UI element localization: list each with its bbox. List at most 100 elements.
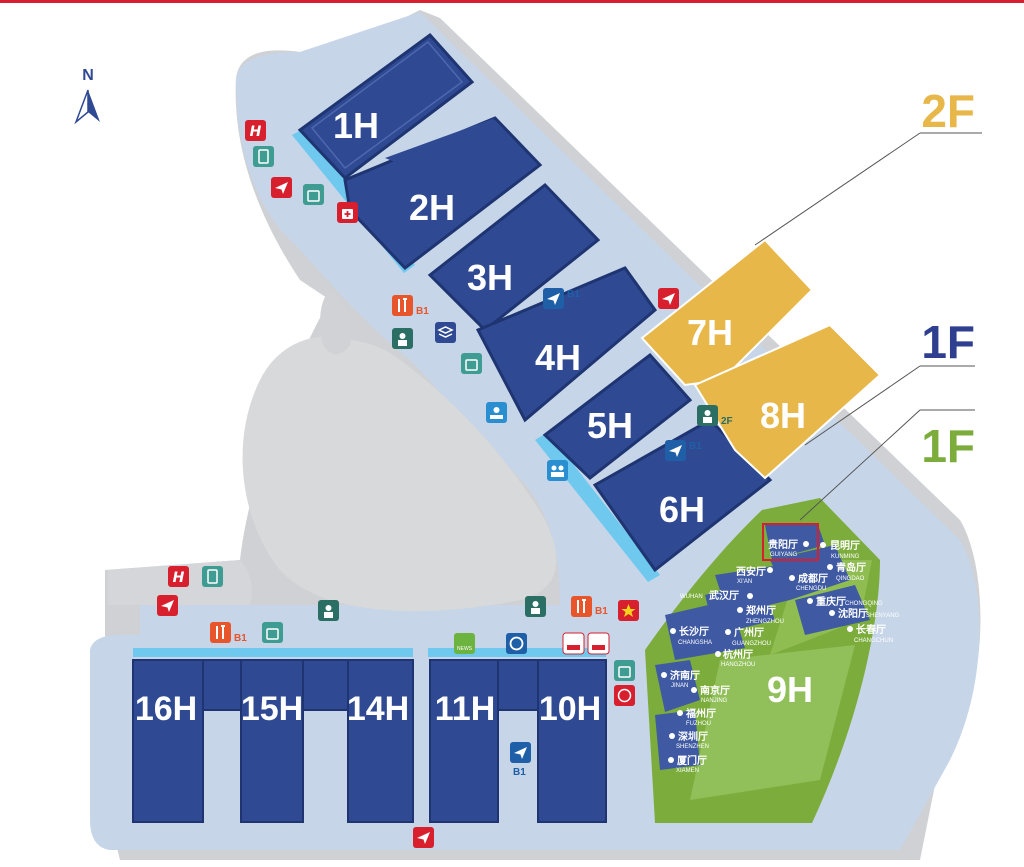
meeting-room-icon[interactable] — [547, 460, 568, 481]
svg-text:杭州厅: 杭州厅 — [723, 648, 753, 661]
layers-icon[interactable] — [435, 322, 456, 343]
svg-text:沈阳厅: 沈阳厅 — [838, 607, 868, 620]
gold-halls: 7H 8H — [640, 238, 882, 480]
city-zhengzhou[interactable]: 郑州厅 ZHENGZHOU — [737, 604, 784, 625]
svg-text:H: H — [173, 570, 185, 586]
medical-cross-icon[interactable] — [614, 685, 635, 706]
entrance-icon[interactable] — [413, 827, 434, 848]
elevator-icon[interactable] — [525, 596, 546, 617]
2f-tag: 2F — [721, 416, 733, 427]
luggage-storage-icon[interactable] — [461, 353, 482, 374]
hall-11h-label: 11H — [435, 690, 496, 728]
entrance-icon[interactable] — [658, 288, 679, 309]
b1-tag-restaurant-west: B1 — [234, 633, 247, 644]
svg-text:福州厅: 福州厅 — [685, 707, 716, 720]
svg-text:贵阳厅: 贵阳厅 — [768, 538, 798, 551]
restaurant-icon[interactable] — [392, 295, 413, 316]
svg-text:青岛厅: 青岛厅 — [836, 561, 866, 574]
luggage-storage-icon[interactable] — [614, 660, 635, 681]
hall-2h[interactable]: 2H — [343, 116, 543, 271]
city-chongqing[interactable]: 重庆厅 CHONGQING — [807, 595, 883, 608]
elevator-icon[interactable] — [318, 600, 339, 621]
city-wuhan[interactable]: WUHAN 武汉厅 — [680, 589, 753, 602]
city-shenzhen[interactable]: 深圳厅 SHENZHEN — [669, 730, 709, 750]
b1-tag-restaurant: B1 — [416, 306, 429, 317]
hall-5h[interactable]: 5H — [542, 352, 693, 480]
hall-10h[interactable]: 10H — [537, 659, 607, 823]
hall-7h[interactable]: 7H — [640, 238, 814, 387]
hall-15h[interactable]: 15H — [240, 659, 349, 823]
hall-15h-label: 15H — [241, 690, 303, 728]
city-qingdao[interactable]: 青岛厅 QINGDAO — [827, 561, 866, 582]
hotel-icon[interactable]: H — [168, 566, 189, 587]
hotel-icon[interactable]: H — [245, 120, 266, 141]
hall-6h-label: 6H — [659, 489, 705, 530]
city-nanjing[interactable]: 南京厅 NANJING — [691, 684, 730, 704]
city-fuzhou[interactable]: 福州厅 FUZHOU — [677, 707, 716, 727]
svg-text:武汉厅: 武汉厅 — [709, 589, 739, 602]
news-icon[interactable]: NEWS — [454, 633, 475, 654]
camera-shutter-icon[interactable] — [506, 633, 527, 654]
bottom-halls: 16H 15H 14H 11H 10H — [132, 659, 607, 823]
svg-text:JINAN: JINAN — [671, 683, 688, 689]
first-aid-icon[interactable] — [337, 202, 358, 223]
bank-icon[interactable] — [562, 632, 585, 655]
star-icon[interactable] — [618, 600, 639, 621]
entrance-icon[interactable] — [543, 288, 564, 309]
top-border — [0, 0, 1024, 3]
svg-text:CHANGSHA: CHANGSHA — [678, 640, 712, 646]
city-jinan[interactable]: 济南厅 JINAN — [661, 669, 700, 689]
plaza-detail — [320, 290, 352, 355]
bank-icon[interactable] — [587, 632, 610, 655]
city-shenyang[interactable]: 沈阳厅 SHENYANG — [829, 607, 900, 620]
city-hangzhou[interactable]: 杭州厅 HANGZHOU — [715, 648, 755, 668]
svg-text:H: H — [250, 124, 262, 140]
elevator-icon[interactable] — [697, 405, 718, 426]
hall-3h[interactable]: 3H — [427, 182, 601, 333]
svg-text:NANJING: NANJING — [701, 698, 728, 704]
entrance-icon[interactable] — [665, 440, 686, 461]
hall-1h[interactable]: 1H — [297, 32, 475, 181]
city-hall-labels: 贵阳厅 GUIYANG 昆明厅 KUNMING 西安厅 XI'AN 成都厅 CH… — [661, 538, 900, 774]
svg-text:FUZHOU: FUZHOU — [686, 721, 711, 727]
clipboard-icon[interactable] — [202, 566, 223, 587]
luggage-storage-icon[interactable] — [262, 622, 283, 643]
diagonal-halls: 1H 2H 3H 4H 5H 6H — [297, 32, 773, 573]
restaurant-icon[interactable] — [571, 596, 592, 617]
central-plaza — [242, 336, 557, 612]
svg-text:成都厅: 成都厅 — [798, 572, 828, 585]
hall-8h-label: 8H — [760, 395, 806, 436]
entrance-icon[interactable] — [510, 742, 531, 763]
svg-text:KUNMING: KUNMING — [831, 554, 860, 560]
svg-text:HANGZHOU: HANGZHOU — [721, 662, 755, 668]
hall-3h-label: 3H — [467, 257, 513, 298]
city-chengdu[interactable]: 成都厅 CHENGDU — [789, 572, 828, 592]
b1-tag-entrance-2: B1 — [689, 441, 702, 452]
city-xiamen[interactable]: 厦门厅 XIAMEN — [668, 754, 707, 774]
entrance-icon[interactable] — [157, 595, 178, 616]
city-guiyang[interactable]: 贵阳厅 GUIYANG — [768, 538, 809, 558]
hall-7h-label: 7H — [687, 312, 733, 353]
city-kunming[interactable]: 昆明厅 KUNMING — [820, 540, 860, 560]
luggage-storage-icon[interactable] — [303, 184, 324, 205]
north-compass: N — [74, 67, 100, 125]
city-xian[interactable]: 西安厅 XI'AN — [736, 565, 773, 585]
elevator-icon[interactable] — [392, 328, 413, 349]
hall-16h[interactable]: 16H — [132, 659, 242, 823]
city-guangzhou[interactable]: 广州厅 GUANGZHOU — [725, 626, 771, 647]
restaurant-icon[interactable] — [210, 622, 231, 643]
city-changchun[interactable]: 长春厅 CHANGCHUN — [847, 623, 893, 644]
hall-11h[interactable]: 11H — [429, 659, 539, 823]
hall-4h[interactable]: 4H — [475, 266, 658, 423]
hall-9h-label: 9H — [767, 669, 813, 710]
service-desk-icon[interactable] — [486, 402, 507, 423]
hall-8h[interactable]: 8H — [693, 323, 882, 480]
hall-14h[interactable]: 14H — [347, 659, 414, 823]
entrance-icon[interactable] — [271, 177, 292, 198]
city-changsha[interactable]: 长沙厅 CHANGSHA — [670, 625, 712, 646]
hall-5h-label: 5H — [587, 405, 633, 446]
clipboard-icon[interactable] — [253, 146, 274, 167]
svg-text:深圳厅: 深圳厅 — [678, 730, 708, 743]
svg-text:NEWS: NEWS — [457, 646, 473, 652]
facility-icons: H B1 B1 2F B1 H B1 B1 NEWS — [157, 120, 733, 848]
